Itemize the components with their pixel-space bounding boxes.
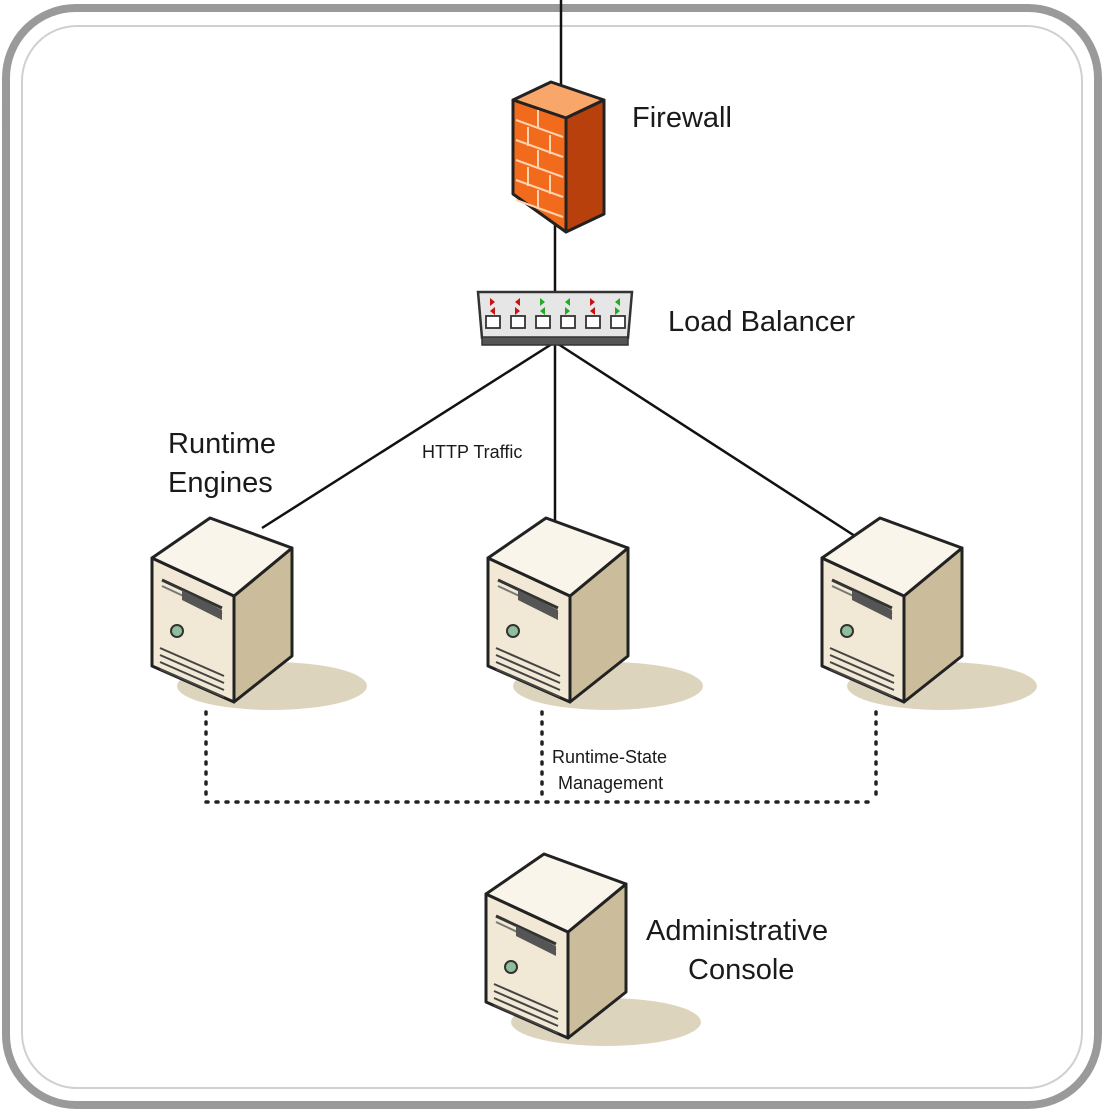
firewall-icon (511, 80, 606, 234)
state-management-label-line1: Runtime-State (552, 747, 667, 767)
firewall-label: Firewall (632, 102, 732, 134)
http-traffic-label: HTTP Traffic (422, 442, 522, 462)
state-management-links (204, 710, 878, 804)
state-management-label-line2: Management (558, 773, 663, 793)
admin-console-label-line1: Administrative (646, 915, 828, 947)
admin-console-label-line2: Console (688, 954, 794, 986)
load-balancer-icon (476, 290, 634, 346)
load-balancer-label: Load Balancer (668, 306, 855, 338)
runtime-engines-label-line2: Engines (168, 467, 273, 499)
link-lb-engine-left (261, 340, 556, 530)
runtime-engines-label-line1: Runtime (168, 428, 276, 460)
link-lb-engine-right (554, 340, 859, 540)
